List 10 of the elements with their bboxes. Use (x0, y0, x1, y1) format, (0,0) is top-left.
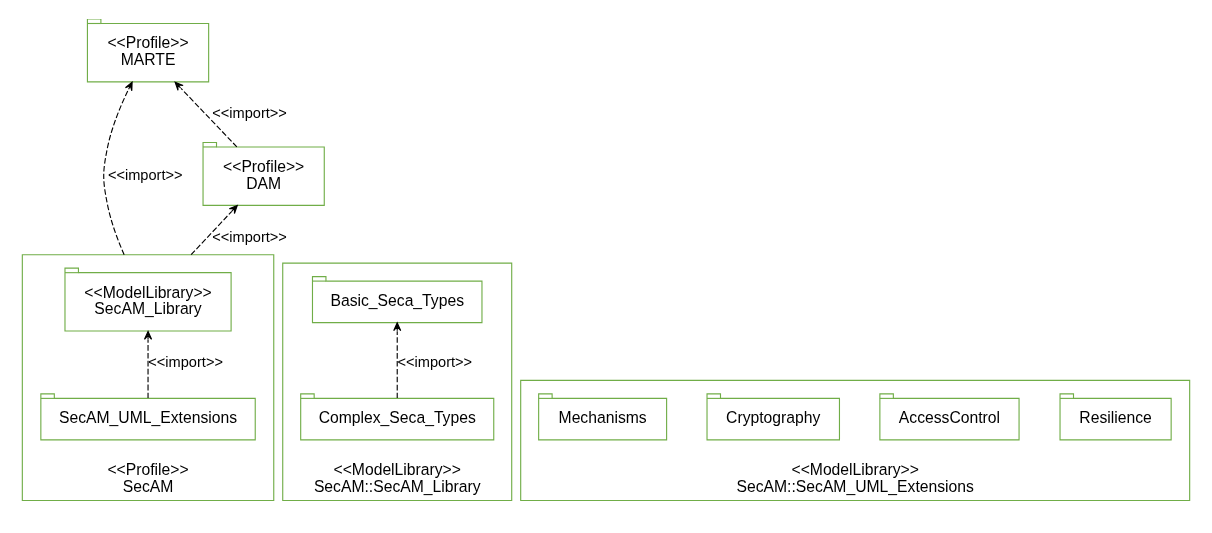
arrow (143, 330, 153, 399)
edge-label: <<import>> (107, 166, 183, 183)
edge-label: <<import>> (397, 354, 473, 371)
edge-label: <<import>> (148, 354, 223, 371)
arrow (190, 204, 238, 256)
edge-label: <<import>> (212, 105, 287, 122)
edge-label: <<import>> (212, 228, 287, 245)
arrow (103, 81, 133, 256)
arrow (174, 81, 238, 148)
arrow (393, 322, 402, 399)
